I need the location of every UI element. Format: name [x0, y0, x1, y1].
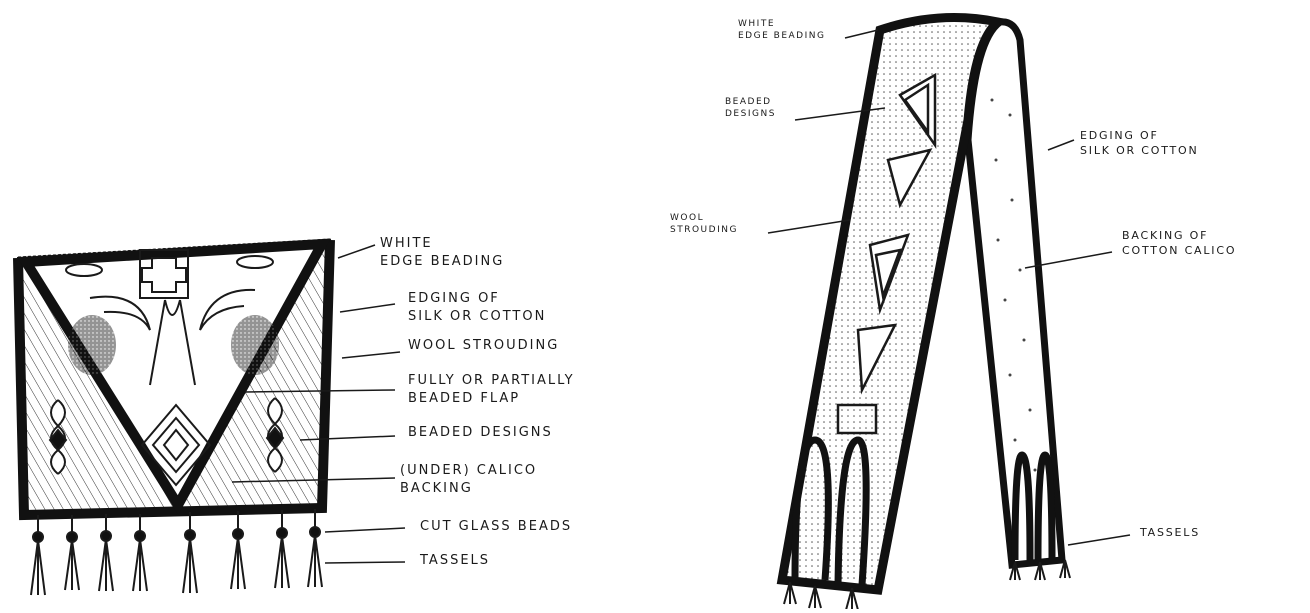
- sash-label-wool-strouding: WOOL STROUDING: [670, 212, 738, 236]
- sash-front-strap: [782, 18, 998, 591]
- pouch-label-cut-glass-beads: CUT GLASS BEADS: [420, 518, 572, 536]
- sash-label-white-edge-beading: WHITE EDGE BEADING: [738, 18, 825, 42]
- pouch-label-white-edge-beading: WHITE EDGE BEADING: [380, 235, 504, 271]
- sash-label-tassels: TASSELS: [1140, 525, 1200, 540]
- pouch-drawing: [18, 240, 405, 595]
- pouch-rosette-right: [231, 315, 279, 375]
- pouch-label-tassels: TASSELS: [420, 552, 490, 570]
- pouch-tassels: [31, 509, 322, 595]
- pouch-label-beaded-flap: FULLY OR PARTIALLY BEADED FLAP: [408, 372, 575, 408]
- pouch-side-design-left: [50, 400, 66, 474]
- sash-label-edging: EDGING OF SILK OR COTTON: [1080, 128, 1199, 158]
- sash-label-beaded-designs: BEADED DESIGNS: [725, 96, 776, 120]
- pouch-label-beaded-designs: BEADED DESIGNS: [408, 424, 553, 442]
- sash-label-backing: BACKING OF COTTON CALICO: [1122, 228, 1236, 258]
- pouch-side-design-right: [267, 398, 283, 472]
- pouch-label-calico-backing: (UNDER) CALICO BACKING: [400, 462, 537, 498]
- pouch-label-wool-strouding: WOOL STROUDING: [408, 337, 559, 355]
- pouch-label-edging: EDGING OF SILK OR COTTON: [408, 290, 546, 326]
- sash-drawing: [768, 18, 1130, 610]
- pouch-rosette-left: [68, 315, 116, 375]
